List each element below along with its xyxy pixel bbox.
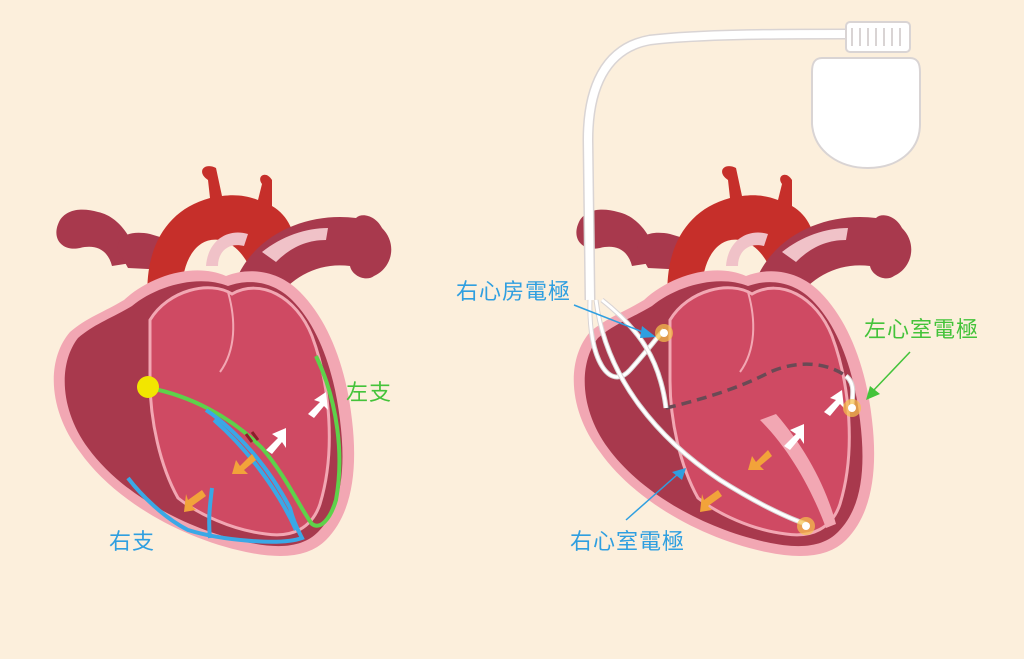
- right-vena-cava: [576, 209, 658, 266]
- left-bundle-label: 左支: [346, 381, 393, 406]
- left-arrow-white-2: [266, 428, 286, 454]
- right-arrow-orange-1: [748, 450, 772, 470]
- left-pulmonary-artery-highlight: [262, 228, 328, 262]
- ra-label-pointer: [573, 304, 649, 335]
- lv-electrode-label: 左心室電極: [864, 318, 980, 343]
- pacemaker-can: [811, 57, 921, 170]
- right-septum-band: [760, 414, 836, 528]
- ra-electrode-label: 右心房電極: [456, 280, 572, 305]
- lv-label-pointer: [871, 351, 911, 393]
- lead-bundle-fill: [583, 30, 851, 301]
- lv-label-pointer-head: [866, 386, 880, 400]
- left-septum-line: [219, 291, 235, 373]
- right-septum-line: [739, 291, 755, 373]
- left-arrow-orange-2: [184, 490, 206, 512]
- ra-label-pointer-head: [640, 326, 656, 338]
- pacemaker-header: [845, 21, 911, 53]
- rv-label-pointer-head: [672, 468, 686, 480]
- lead-ra: [588, 299, 666, 379]
- right-bundle-branch: [126, 408, 305, 544]
- conduction-block-mark-1: [244, 433, 254, 443]
- rv-electrode-spark: [797, 517, 815, 535]
- right-arrow-white-2: [784, 424, 804, 450]
- left-bundle-branch: [149, 355, 342, 528]
- ra-electrode-spark: [655, 324, 673, 342]
- left-arrow-white-1: [308, 392, 328, 418]
- right-bundle-branch-3: [207, 487, 214, 539]
- left-heart-ventricle: [150, 287, 330, 535]
- right-heart-ventricle-border: [668, 286, 851, 537]
- right-pulmonary-artery-highlight: [782, 228, 848, 262]
- pacemaker-device-icon: [811, 21, 921, 170]
- heart-conduction-icon: [53, 166, 392, 556]
- right-arrow-orange-2: [700, 490, 722, 512]
- right-bundle-branch-2: [212, 418, 298, 531]
- left-arrow-orange-1: [232, 454, 256, 474]
- right-arrow-white-1: [824, 390, 844, 416]
- pacemaker-header-ribs: [851, 28, 901, 46]
- heart-pacemaker-icon: [573, 28, 912, 556]
- lead-rv: [594, 299, 807, 526]
- left-aorta-highlight: [206, 232, 248, 266]
- sa-node: [137, 376, 159, 398]
- left-heart-ventricle-border: [148, 286, 331, 537]
- lead-lv-dashed: [665, 362, 848, 410]
- right-aorta-highlight: [726, 232, 768, 266]
- right-bundle-label: 右支: [109, 530, 156, 555]
- rv-label-pointer: [625, 473, 679, 521]
- conduction-block-mark-2: [250, 431, 260, 441]
- rv-electrode-label: 右心室電極: [570, 530, 686, 555]
- lv-electrode-spark: [843, 399, 861, 417]
- left-vena-cava: [56, 209, 138, 266]
